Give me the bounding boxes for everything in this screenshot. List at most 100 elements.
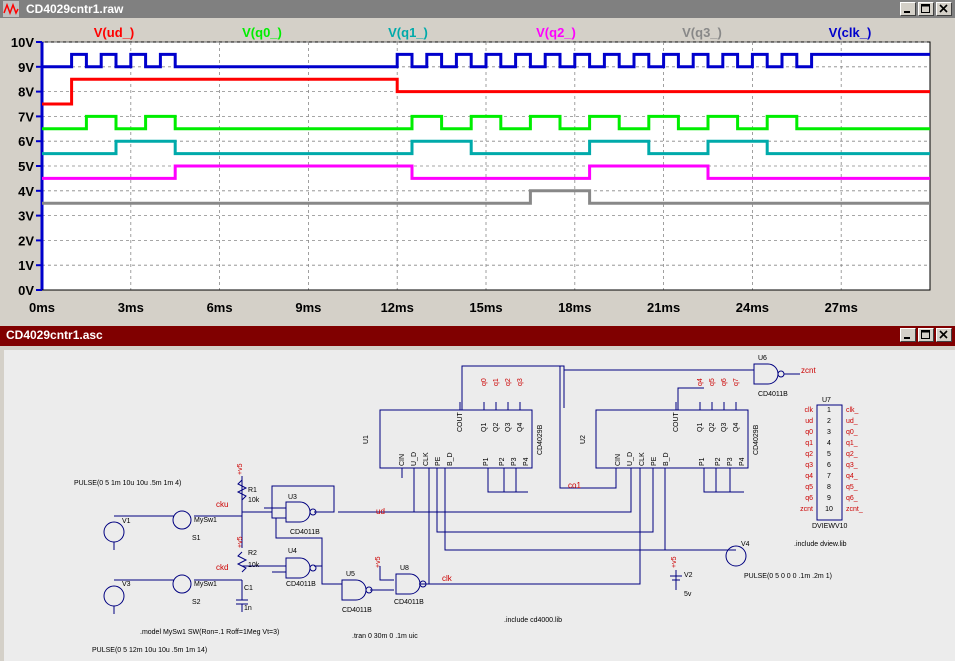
u2-pin-pe: PE: [651, 456, 658, 466]
u7-out-label: q3_: [846, 462, 858, 469]
series-line-vq1[interactable]: [42, 139, 930, 156]
minimize-button[interactable]: [900, 328, 916, 342]
u7-pin-number: 1: [827, 407, 831, 414]
legend-vq3[interactable]: V(q3_): [682, 25, 722, 40]
u1-pin-b_d: B_D: [447, 452, 454, 466]
u2-pin-q1: Q1: [697, 423, 704, 432]
u4-gate[interactable]: [285, 557, 311, 579]
r2-resistor[interactable]: [236, 551, 248, 573]
s2-model: MySw1: [194, 581, 217, 588]
series-line-vq3[interactable]: [42, 189, 930, 205]
u1-ref: U1: [363, 435, 370, 444]
legend-vud[interactable]: V(ud_): [94, 25, 134, 40]
u2-pin-q3: Q3: [721, 423, 728, 432]
minimize-button[interactable]: [900, 2, 916, 16]
include-dview-directive[interactable]: .include dview.lib: [794, 541, 847, 548]
schematic-window-title: CD4029cntr1.asc: [6, 328, 103, 342]
y-tick-label: 6V: [18, 134, 34, 149]
series-line-vq0[interactable]: [42, 114, 930, 131]
u1-pin-u_d: U_D: [411, 452, 418, 466]
u7-box[interactable]: [816, 404, 843, 521]
u4-part: CD4011B: [286, 581, 316, 588]
r1-resistor[interactable]: [236, 479, 248, 501]
v2-ref: V2: [684, 572, 693, 579]
schematic-canvas[interactable]: ud clk co1 cku ckd zcnt +v5 +v5 +v5 +v5 …: [4, 350, 955, 661]
v4-source[interactable]: [725, 545, 747, 567]
supply-label-v2: +v5: [671, 556, 678, 568]
u7-pin-number: 9: [827, 495, 831, 502]
y-tick-label: 7V: [18, 109, 34, 124]
u7-pin-number: 6: [827, 462, 831, 469]
u7-part: DVIEWV10: [812, 523, 848, 530]
u7-pin-number: 8: [827, 484, 831, 491]
schematic-window-titlebar[interactable]: CD4029cntr1.asc: [0, 326, 955, 346]
include-cd4000-directive[interactable]: .include cd4000.lib: [504, 617, 562, 624]
u2-q-label: q5: [709, 378, 716, 386]
u2-pin-p4: P4: [739, 457, 746, 466]
s2-switch[interactable]: [172, 574, 192, 594]
y-tick-label: 1V: [18, 258, 34, 273]
u5-gate[interactable]: [341, 579, 367, 601]
legend-vq2[interactable]: V(q2_): [536, 25, 576, 40]
legend-vq0[interactable]: V(q0_): [242, 25, 282, 40]
legend-vclk[interactable]: V(clk_): [829, 25, 872, 40]
u1-q-label: q3: [517, 378, 524, 386]
u7-in-label: q1: [805, 440, 813, 447]
close-button[interactable]: [936, 328, 952, 342]
u7-ref: U7: [822, 397, 831, 404]
u7-pin-number: 4: [827, 440, 831, 447]
u7-pin-number: 5: [827, 451, 831, 458]
close-icon: [939, 330, 948, 339]
u1-pin-q1: Q1: [481, 423, 488, 432]
plot-window-title: CD4029cntr1.raw: [26, 2, 124, 16]
series-line-vclk[interactable]: [42, 52, 930, 69]
close-button[interactable]: [936, 2, 952, 16]
u2-pin-cin: CIN: [615, 454, 622, 466]
series-line-vq2[interactable]: [42, 164, 930, 180]
u5-part: CD4011B: [342, 607, 372, 614]
v1-source[interactable]: [103, 521, 125, 543]
series-line-vud[interactable]: [42, 77, 930, 106]
u2-pin-p1: P1: [699, 457, 706, 466]
s1-switch[interactable]: [172, 510, 192, 530]
u7-in-label: q6: [805, 495, 813, 502]
y-tick-label: 9V: [18, 60, 34, 75]
supply-label-r2: +v5: [237, 536, 244, 548]
u2-box[interactable]: [595, 409, 749, 469]
u7-in-label: q4: [805, 473, 813, 480]
v3-source[interactable]: [103, 585, 125, 607]
tran-directive[interactable]: .tran 0 30m 0 .1m uic: [352, 633, 418, 640]
model-directive[interactable]: .model MySw1 SW(Ron=.1 Roff=1Meg Vt=3): [140, 629, 279, 636]
net-ud-label: ud: [376, 507, 385, 516]
u3-gate[interactable]: [285, 501, 311, 523]
u6-gate[interactable]: [753, 363, 779, 385]
r1-ref: R1: [248, 487, 257, 494]
supply-label-r1: +v5: [237, 463, 244, 475]
net-co1-label: co1: [568, 481, 581, 490]
waveform-icon: [3, 1, 19, 17]
u7-pin-number: 10: [825, 506, 833, 513]
u2-pin-cout: COUT: [673, 411, 680, 432]
u2-q-label: q7: [733, 378, 740, 386]
x-tick-label: 6ms: [207, 300, 233, 315]
r2-ref: R2: [248, 550, 257, 557]
maximize-button[interactable]: [918, 328, 934, 342]
u8-gate[interactable]: [395, 573, 421, 595]
u1-box[interactable]: [379, 409, 533, 469]
u7-in-label: q3: [805, 462, 813, 469]
u7-in-label: zcnt: [800, 506, 813, 513]
u2-pin-clk: CLK: [639, 452, 646, 466]
plot-window-titlebar[interactable]: CD4029cntr1.raw: [0, 0, 955, 18]
net-clk-label: clk: [442, 574, 453, 583]
legend-vq1[interactable]: V(q1_): [388, 25, 428, 40]
u2-pin-p2: P2: [715, 457, 722, 466]
x-tick-label: 12ms: [381, 300, 414, 315]
u7-in-label: q0: [805, 429, 813, 436]
maximize-button[interactable]: [918, 2, 934, 16]
u2-q-label: q6: [721, 378, 728, 386]
v4-pulse: PULSE(0 5 0 0 0 .1m .2m 1): [744, 573, 832, 580]
y-tick-label: 10V: [11, 35, 34, 50]
u7-out-label: q4_: [846, 473, 858, 480]
